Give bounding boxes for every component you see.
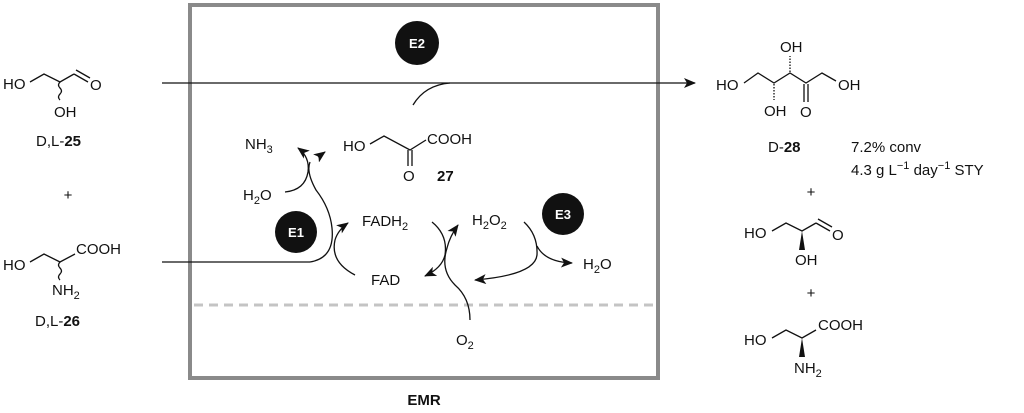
species-h2o-in: H2O xyxy=(243,187,272,207)
species-h2o-out: H2O xyxy=(583,256,612,276)
bond xyxy=(369,135,427,151)
atom-label: OH xyxy=(764,103,787,120)
atom-label: NH2 xyxy=(794,360,822,380)
atom-label: NH2 xyxy=(52,282,80,302)
bond xyxy=(29,73,75,83)
atom-label: OH xyxy=(780,39,803,56)
e2-feed-arc xyxy=(412,82,451,106)
atom-label: HO xyxy=(3,257,26,274)
enzyme-badge-e1 xyxy=(275,211,317,253)
wedge-bond xyxy=(799,231,805,250)
atom-label: COOH xyxy=(818,317,863,334)
bond xyxy=(771,222,817,232)
atom-label: HO xyxy=(3,76,26,93)
atom-label: OH xyxy=(795,252,818,269)
atom-label: HO xyxy=(744,225,767,242)
species-h2o2: H2O2 xyxy=(472,212,507,232)
species-fad: FAD xyxy=(371,272,400,289)
atom-label: HO xyxy=(716,77,739,94)
enzyme-label-e2: E2 xyxy=(409,36,425,51)
plus-sign: + xyxy=(64,187,73,204)
enzyme-label-e1: E1 xyxy=(288,225,304,240)
bond xyxy=(743,72,837,84)
o2-to-h2o2-arrow xyxy=(444,224,471,321)
compound-label-25: D,L-25 xyxy=(36,133,81,150)
fad-to-fadh2-arrow xyxy=(333,222,356,276)
bond xyxy=(771,329,817,339)
compound-label-27: 27 xyxy=(437,168,454,185)
atom-label: OH xyxy=(838,77,861,94)
species-o2: O2 xyxy=(456,332,474,352)
emr-reactor-box xyxy=(188,3,660,380)
e1-arrow-to-27 xyxy=(313,151,326,163)
bond xyxy=(815,222,831,232)
atom-label: O xyxy=(403,168,415,185)
bond xyxy=(817,218,833,228)
atom-label: HO xyxy=(744,332,767,349)
enzyme-badge-e2 xyxy=(395,21,439,65)
compound-label-26: D,L-26 xyxy=(35,313,80,330)
compound-l-glyceraldehyde: HO O OH xyxy=(744,218,844,269)
emr-label: EMR xyxy=(407,392,441,409)
wavy-bond xyxy=(57,261,63,281)
plus-sign: + xyxy=(807,184,816,201)
plus-sign: + xyxy=(807,285,816,302)
compound-label-28: D-28 xyxy=(768,139,801,156)
atom-label: O xyxy=(832,227,844,244)
compound-28: HO OH OH OH O D-28 xyxy=(716,39,861,156)
e1-main-arc xyxy=(308,161,333,263)
enzyme-badge-e3 xyxy=(542,193,584,235)
conversion-text: 7.2% conv xyxy=(851,139,922,156)
bond xyxy=(75,69,91,79)
compound-l-serine: HO COOH NH2 xyxy=(744,317,863,380)
wavy-bond xyxy=(57,81,63,101)
h2o-to-nh3-arrow xyxy=(284,147,310,193)
sty-text: 4.3 g L−1 day−1 STY xyxy=(851,160,984,179)
compound-26: HO COOH NH2 D,L-26 xyxy=(3,241,121,330)
fadh2-to-fad-arrow xyxy=(424,221,447,277)
species-nh3: NH3 xyxy=(245,136,273,156)
enzyme-label-e3: E3 xyxy=(555,207,571,222)
atom-label: OH xyxy=(54,104,77,121)
h2o2-recycle-arrow xyxy=(474,221,538,285)
bond xyxy=(73,73,89,83)
species-fadh2: FADH2 xyxy=(362,213,408,233)
atom-label: COOH xyxy=(427,131,472,148)
atom-label: O xyxy=(800,104,812,121)
atom-label: HO xyxy=(343,138,366,155)
compound-27: HO COOH O 27 xyxy=(343,131,472,185)
h2o2-to-h2o-arrow xyxy=(536,245,573,268)
atom-label: O xyxy=(90,77,102,94)
wedge-bond xyxy=(799,338,805,357)
compound-25: HO O OH D,L-25 xyxy=(3,69,102,150)
atom-label: COOH xyxy=(76,241,121,258)
bond xyxy=(29,253,76,263)
